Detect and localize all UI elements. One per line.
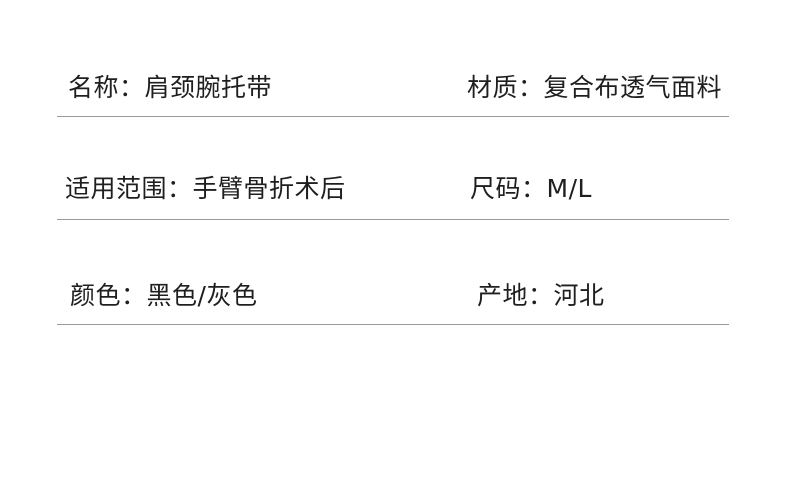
spec-value: 黑色/灰色 xyxy=(146,281,258,310)
spec-label: 名称： xyxy=(68,73,145,102)
spec-label: 材质： xyxy=(467,73,544,102)
spec-value: M/L xyxy=(546,174,592,203)
spec-field-material: 材质：复合布透气面料 xyxy=(467,74,722,102)
row-divider xyxy=(57,219,729,220)
spec-field-origin: 产地：河北 xyxy=(477,282,605,310)
spec-label: 尺码： xyxy=(470,174,547,203)
spec-field-size: 尺码：M/L xyxy=(470,175,592,203)
spec-field-name: 名称：肩颈腕托带 xyxy=(68,74,272,102)
spec-value: 肩颈腕托带 xyxy=(144,73,273,102)
spec-label: 产地： xyxy=(477,281,554,310)
spec-label: 适用范围： xyxy=(65,174,193,203)
spec-value: 手臂骨折术后 xyxy=(192,174,346,203)
row-divider xyxy=(57,324,729,325)
spec-value: 复合布透气面料 xyxy=(543,73,723,102)
spec-value: 河北 xyxy=(553,281,605,310)
row-divider xyxy=(57,116,729,117)
spec-field-color: 颜色：黑色/灰色 xyxy=(70,282,257,310)
spec-label: 颜色： xyxy=(70,281,147,310)
spec-field-usage: 适用范围：手臂骨折术后 xyxy=(65,175,346,203)
